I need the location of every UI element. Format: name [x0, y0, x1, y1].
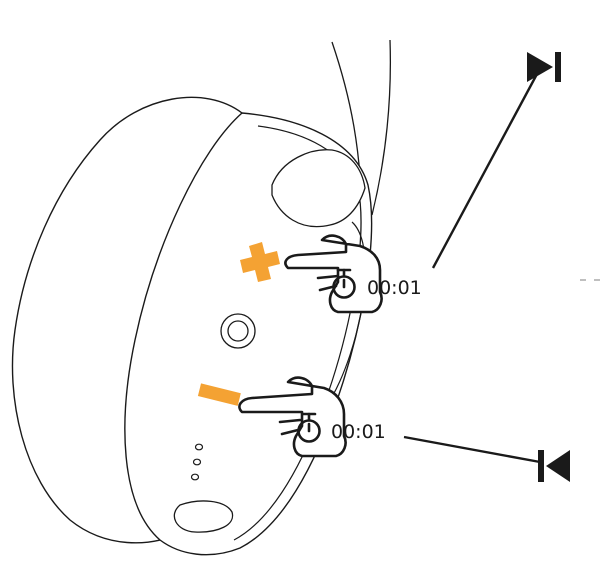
- next-track-icon: [527, 52, 561, 82]
- multifunction-button: [220, 313, 256, 349]
- plus-button-marker: [240, 242, 280, 282]
- stopwatch-icon: [332, 268, 356, 299]
- charging-port: [173, 500, 234, 533]
- leader-line-previous: [403, 435, 541, 464]
- pointing-hand-icon: [284, 234, 383, 314]
- hold-time-label: 00:01: [367, 277, 422, 299]
- status-leds: [190, 443, 204, 481]
- minus-button-marker: [197, 383, 241, 406]
- headband-yoke: [271, 149, 366, 228]
- stopwatch-icon-lower: [297, 412, 321, 443]
- leader-line-next: [431, 73, 539, 269]
- previous-track-icon: [538, 450, 570, 482]
- hold-time-label-lower: 00:01: [331, 421, 386, 443]
- ear-cushion: [11, 96, 243, 544]
